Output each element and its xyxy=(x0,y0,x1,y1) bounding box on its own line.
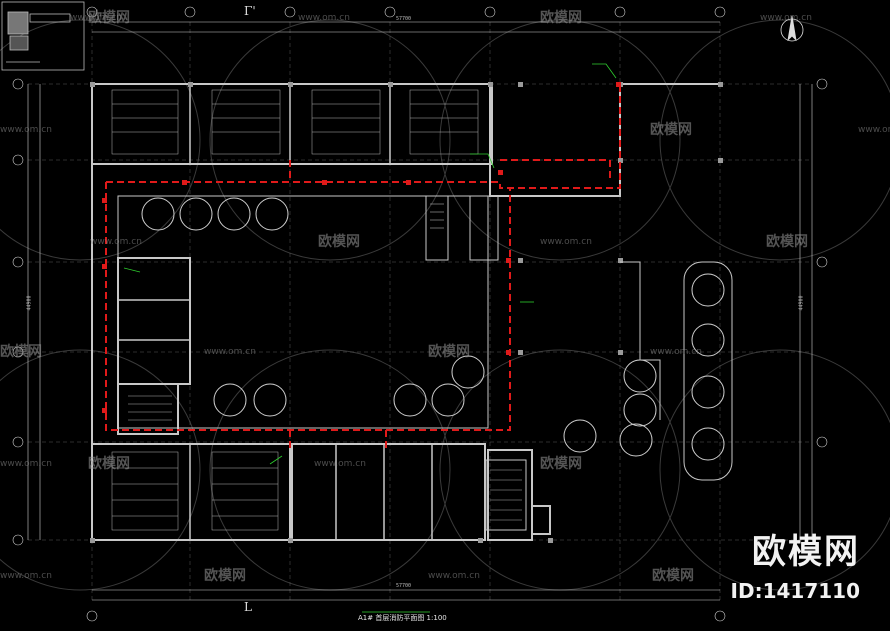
round-tables xyxy=(141,197,725,461)
dimension-left: 44900 xyxy=(26,295,33,311)
north-arrow-icon xyxy=(780,15,804,42)
fire-hydrant-markers xyxy=(102,82,621,413)
dimension-lines xyxy=(27,21,813,601)
classroom-partitions xyxy=(118,84,433,540)
central-hall xyxy=(117,195,527,531)
annotation-leaders xyxy=(123,63,617,613)
stair-treads xyxy=(128,203,522,521)
fire-evacuation-route xyxy=(105,82,621,450)
outdoor-canopy xyxy=(620,261,733,481)
dimension-top: 57700 xyxy=(396,16,412,22)
brand-logo: 欧模网 xyxy=(752,532,860,572)
model-id-label: ID:1417110 xyxy=(730,579,860,603)
plan-title: A1# 首层消防平面图 1:100 xyxy=(358,614,447,622)
dimension-right: 44900 xyxy=(798,295,805,311)
structural-columns xyxy=(90,82,723,543)
desk-layout-top xyxy=(111,89,479,155)
desk-layout-bottom xyxy=(111,451,279,531)
grid-bubbles xyxy=(12,6,828,622)
grid-axes xyxy=(28,22,810,600)
section-mark-top: Γ' xyxy=(244,4,256,18)
section-mark-bottom: L xyxy=(244,600,252,614)
thumbnail-key-plan xyxy=(1,1,85,71)
watermark-circles xyxy=(0,19,890,591)
dimension-bottom: 57700 xyxy=(396,583,412,589)
exterior-walls xyxy=(91,83,720,541)
